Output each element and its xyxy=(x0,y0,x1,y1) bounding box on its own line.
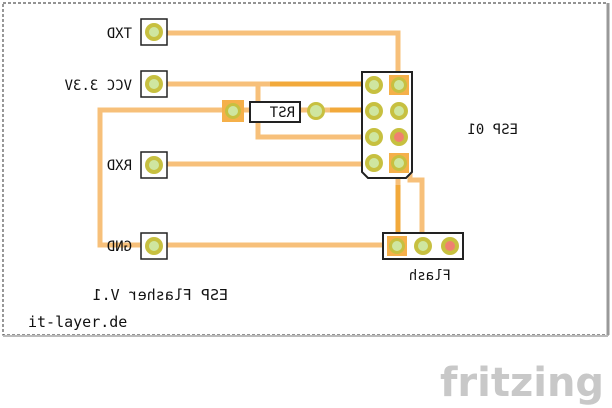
rst-label: RST xyxy=(269,105,295,121)
label-txd: TXD xyxy=(107,26,132,42)
label-gnd: GND xyxy=(107,239,132,255)
pin-pads xyxy=(140,18,168,260)
pad-txd xyxy=(140,18,168,46)
fritzing-logo: fritzing xyxy=(440,360,604,406)
pad-gnd xyxy=(140,232,168,260)
esp01-header: ESP 01 xyxy=(361,71,518,179)
trace-rst-gnd xyxy=(97,107,229,248)
trace-txd xyxy=(151,30,401,87)
pad-vcc xyxy=(140,70,168,98)
esp01-label: ESP 01 xyxy=(467,122,518,138)
flash-header: Flash xyxy=(382,232,464,284)
pin-labels: TXD VCC 3.3V RXD GND xyxy=(64,26,132,255)
flash-label: Flash xyxy=(409,268,451,284)
credit-line-2: it-layer.de xyxy=(28,313,127,331)
reset-button: RST xyxy=(222,100,325,123)
label-rxd: RXD xyxy=(107,158,132,174)
credit-line-1: ESP Flasher V.1 xyxy=(93,286,228,304)
board-outline xyxy=(2,2,609,336)
esp01-pads xyxy=(365,75,409,173)
pad-rxd xyxy=(140,151,168,179)
label-vcc: VCC 3.3V xyxy=(64,78,132,94)
